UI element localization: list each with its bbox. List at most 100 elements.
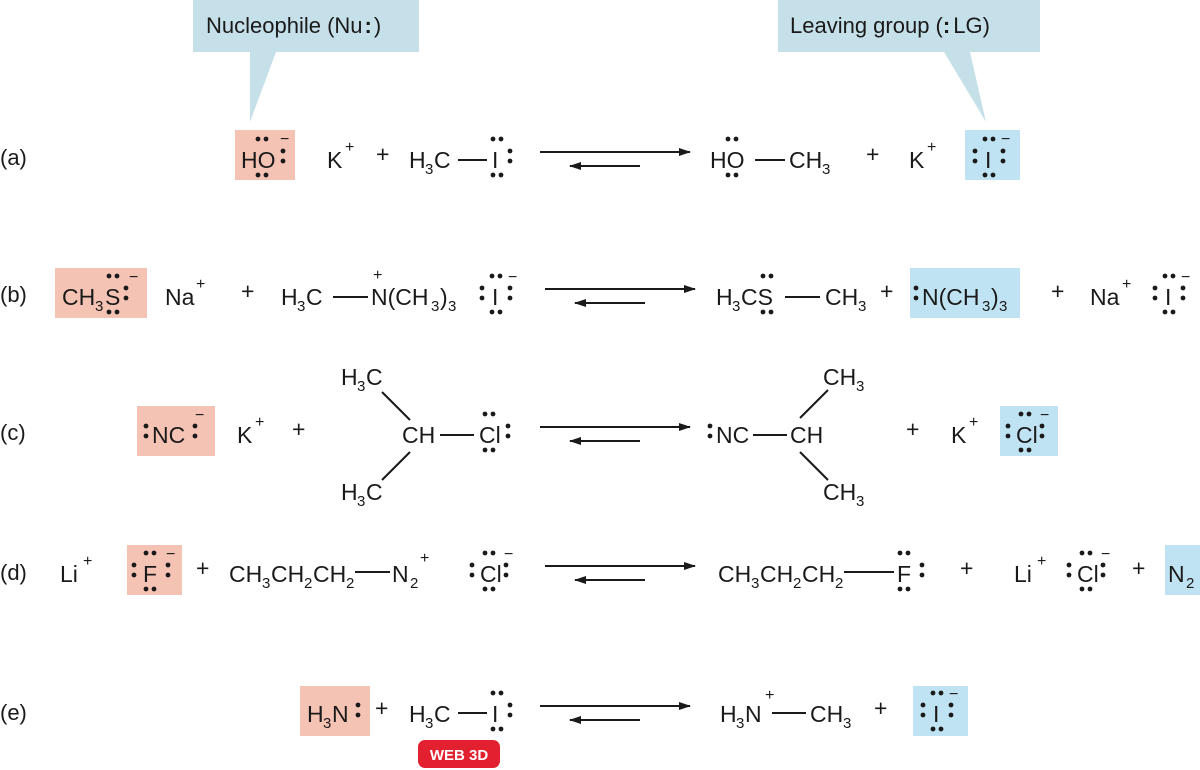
svg-text:+: +	[196, 555, 209, 581]
svg-text:H: H	[341, 364, 358, 390]
svg-text:Cl: Cl	[1016, 422, 1038, 448]
svg-text:): )	[440, 284, 448, 310]
svg-text:+: +	[292, 416, 305, 442]
svg-text:CH: CH	[825, 284, 858, 310]
svg-text:+: +	[765, 687, 774, 704]
svg-text:C: C	[434, 701, 451, 727]
svg-text:2: 2	[304, 575, 312, 592]
svg-text:N(CH: N(CH	[371, 284, 429, 310]
svg-text:Nucleophile (Nu:): Nucleophile (Nu:)	[206, 13, 381, 38]
svg-text:N(CH: N(CH	[922, 284, 980, 310]
svg-text:CH: CH	[810, 701, 843, 727]
svg-text:+: +	[969, 414, 978, 431]
svg-text:NC: NC	[152, 422, 185, 448]
svg-text:3: 3	[751, 575, 759, 592]
svg-text:K: K	[909, 147, 925, 173]
equilibrium-arrow	[540, 148, 696, 724]
svg-text:+: +	[376, 141, 389, 167]
svg-text:−: −	[949, 686, 958, 703]
svg-text:H: H	[720, 701, 737, 727]
svg-text:+: +	[420, 550, 429, 567]
svg-text:C: C	[366, 364, 383, 390]
lg-highlight-d	[1165, 545, 1200, 595]
web3d-label: WEB 3D	[430, 747, 489, 764]
nu-highlight-b	[55, 268, 147, 318]
svg-text:Cl: Cl	[480, 561, 502, 587]
nu-highlight-c	[137, 406, 215, 456]
svg-text:CH: CH	[313, 561, 346, 587]
svg-text:3: 3	[95, 298, 103, 315]
svg-text:3: 3	[843, 715, 851, 732]
svg-text:N: N	[392, 561, 409, 587]
svg-text:Na: Na	[1090, 284, 1120, 310]
svg-text:3: 3	[425, 161, 433, 178]
svg-text:N: N	[1168, 561, 1185, 587]
svg-text:K: K	[327, 147, 343, 173]
svg-text:F: F	[143, 561, 157, 587]
nucleophile-callout: Nucleophile (Nu:)	[193, 0, 419, 122]
svg-text:HO: HO	[710, 147, 745, 173]
row-label-a: (a)	[0, 145, 27, 170]
svg-text:Li: Li	[1014, 561, 1032, 587]
svg-text:−: −	[195, 407, 204, 424]
svg-text:): )	[991, 284, 999, 310]
lg-highlight-b	[910, 268, 1020, 318]
web3d-badge[interactable]: WEB 3D	[418, 740, 500, 768]
svg-text:+: +	[345, 139, 354, 156]
svg-text:+: +	[196, 276, 205, 293]
svg-text:+: +	[1037, 553, 1046, 570]
svg-text:2: 2	[835, 575, 843, 592]
svg-text:3: 3	[856, 378, 864, 395]
row-label-e: (e)	[0, 700, 27, 725]
svg-text:I: I	[933, 701, 939, 727]
svg-text:CH: CH	[802, 561, 835, 587]
svg-text:+: +	[375, 695, 388, 721]
svg-text:I: I	[985, 147, 991, 173]
svg-text:−: −	[1001, 131, 1010, 148]
svg-text:3: 3	[431, 298, 439, 315]
svg-text:Cl: Cl	[1077, 561, 1099, 587]
svg-text:3: 3	[297, 298, 305, 315]
svg-text:+: +	[880, 278, 893, 304]
svg-text:3: 3	[856, 493, 864, 510]
svg-text:3: 3	[999, 298, 1007, 315]
svg-text:H: H	[341, 479, 358, 505]
svg-text:I: I	[1165, 284, 1171, 310]
svg-text:+: +	[874, 695, 887, 721]
svg-text:CH: CH	[789, 147, 822, 173]
svg-text:3: 3	[858, 298, 866, 315]
svg-text:S: S	[105, 284, 120, 310]
svg-text:Na: Na	[165, 284, 195, 310]
svg-text:CH: CH	[271, 561, 304, 587]
svg-text:2: 2	[346, 575, 354, 592]
svg-text:+: +	[960, 555, 973, 581]
svg-text:H: H	[281, 284, 298, 310]
svg-text:CH: CH	[402, 422, 435, 448]
svg-text:I: I	[492, 701, 498, 727]
svg-text:+: +	[1122, 276, 1131, 293]
svg-text:+: +	[373, 267, 382, 284]
svg-text:NC: NC	[716, 422, 749, 448]
svg-text:−: −	[1181, 269, 1190, 286]
svg-text:3: 3	[357, 378, 365, 395]
svg-text:N: N	[745, 701, 762, 727]
svg-text:−: −	[129, 269, 138, 286]
svg-text:+: +	[866, 141, 879, 167]
svg-text:3: 3	[736, 715, 744, 732]
svg-text:H: H	[307, 701, 324, 727]
svg-text:H: H	[716, 284, 733, 310]
svg-text:CH: CH	[790, 422, 823, 448]
svg-text:3: 3	[732, 298, 740, 315]
svg-text:−: −	[1101, 546, 1110, 563]
svg-text:−: −	[280, 131, 289, 148]
svg-text:Leaving group (:LG): Leaving group (:LG)	[790, 13, 990, 38]
svg-text:I: I	[492, 284, 498, 310]
svg-text:−: −	[504, 546, 513, 563]
svg-text:H: H	[409, 701, 426, 727]
